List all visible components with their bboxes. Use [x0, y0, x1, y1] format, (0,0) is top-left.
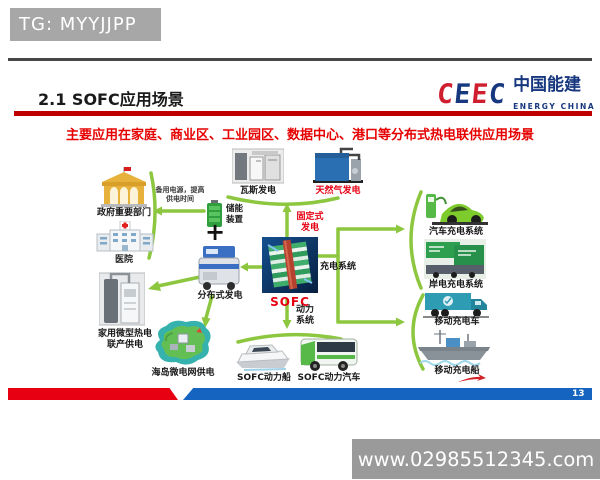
connector-generator-to-island — [204, 294, 214, 320]
storage-label: 储能 装置 — [226, 204, 248, 225]
logo-en-text: ENERGY CHINA — [513, 101, 596, 111]
home-chp-image — [99, 271, 145, 327]
island-label: 海岛微电网供电 — [151, 368, 215, 378]
storage-battery-icon — [206, 200, 223, 228]
sofc-bus-label: SOFC动力汽车 — [297, 373, 361, 383]
storage-label-line2: 装置 — [226, 214, 244, 225]
power-system-line1: 动力 — [296, 305, 315, 315]
hospital-building-image — [96, 221, 154, 253]
car-charging-image — [424, 188, 488, 226]
hospital-label: 医院 — [114, 255, 133, 265]
home-chp-label: 家用微型热电 联产供电 — [92, 329, 158, 352]
power-system-line2: 系统 — [296, 316, 315, 327]
sofc-label: SOFC — [270, 295, 310, 309]
distributed-generator-image — [197, 244, 241, 290]
slide-top-border — [8, 58, 592, 61]
gas-generation-label: 瓦斯发电 — [239, 186, 276, 196]
mobile-ship-label: 移动充电船 — [434, 366, 480, 376]
arc-under-top-generators — [226, 195, 340, 206]
arrowhead-to-generator — [240, 262, 248, 272]
sofc-boat-label: SOFC动力船 — [237, 373, 291, 383]
storage-label-line1: 储能 — [226, 204, 244, 214]
red-swoosh-icon — [458, 374, 486, 384]
logo-cn-text: 中国能建 — [513, 75, 582, 95]
sofc-boat-image — [234, 340, 292, 372]
government-building-image — [99, 166, 149, 208]
fixed-gen-line1: 固定式 — [296, 212, 324, 222]
company-logo: CEEC 中国能建 ENERGY CHINA — [435, 76, 595, 113]
url-watermark: www.02985512345.com — [352, 439, 600, 479]
backup-note-line1: 备用电源，提高 — [155, 186, 205, 194]
logo-cn-name: 中国能建 ENERGY CHINA — [513, 76, 595, 113]
distributed-generation-label: 分布式发电 — [197, 291, 243, 301]
sofc-bus-image — [297, 335, 361, 373]
backup-power-note: 备用电源，提高 供电时间 — [152, 186, 208, 204]
plus-sign: + — [205, 218, 226, 246]
footer-bar-blue — [183, 388, 592, 400]
arc-boat-bus — [236, 332, 343, 344]
natural-gas-generation-image — [311, 147, 365, 183]
arrowhead-branch-bottom — [396, 317, 405, 327]
arrowhead-sofc-down — [282, 320, 292, 329]
page-number: 13 — [572, 389, 585, 399]
arrowhead-to-gov — [153, 206, 162, 216]
car-charging-label: 汽车充电系统 — [428, 227, 483, 237]
slide-title: 2.1 SOFC应用场景 — [38, 90, 184, 109]
home-chp-line1: 家用微型热电 — [97, 329, 152, 339]
shore-charging-image — [424, 239, 486, 279]
mobile-charging-truck-image — [423, 291, 489, 319]
gas-generation-image — [232, 147, 284, 185]
tg-watermark-badge: TG: MYYJJPP — [10, 8, 161, 41]
arrowhead-to-island — [201, 317, 211, 328]
footer-bar-red — [8, 388, 178, 400]
fixed-generation-label: 固定式 发电 — [294, 212, 326, 235]
arrowhead-to-home — [148, 281, 161, 291]
shore-charging-label: 岸电充电系统 — [428, 280, 483, 290]
fixed-gen-line2: 发电 — [300, 223, 319, 234]
mobile-charging-ship-image — [416, 328, 492, 368]
power-system-label: 动力 系统 — [296, 305, 320, 328]
natural-gas-label: 天然气发电 — [315, 186, 361, 196]
bracket-right-charging — [409, 190, 423, 290]
title-underline — [14, 111, 592, 116]
sofc-stack-image — [262, 237, 318, 293]
mobile-truck-label: 移动充电车 — [434, 317, 480, 327]
charging-system-label: 充电系统 — [320, 262, 357, 272]
connector-generator-to-home — [156, 275, 202, 288]
backup-note-line2: 供电时间 — [166, 194, 194, 203]
government-label: 政府重要部门 — [96, 208, 151, 218]
home-chp-line2: 联产供电 — [106, 340, 143, 351]
arrowhead-branch-top — [396, 224, 405, 234]
island-microgrid-image — [152, 318, 214, 368]
arrowhead-fixed-up — [282, 203, 292, 212]
application-banner: 主要应用在家庭、商业区、工业园区、数据中心、港口等分布式热电联供应用场景 — [65, 128, 534, 143]
